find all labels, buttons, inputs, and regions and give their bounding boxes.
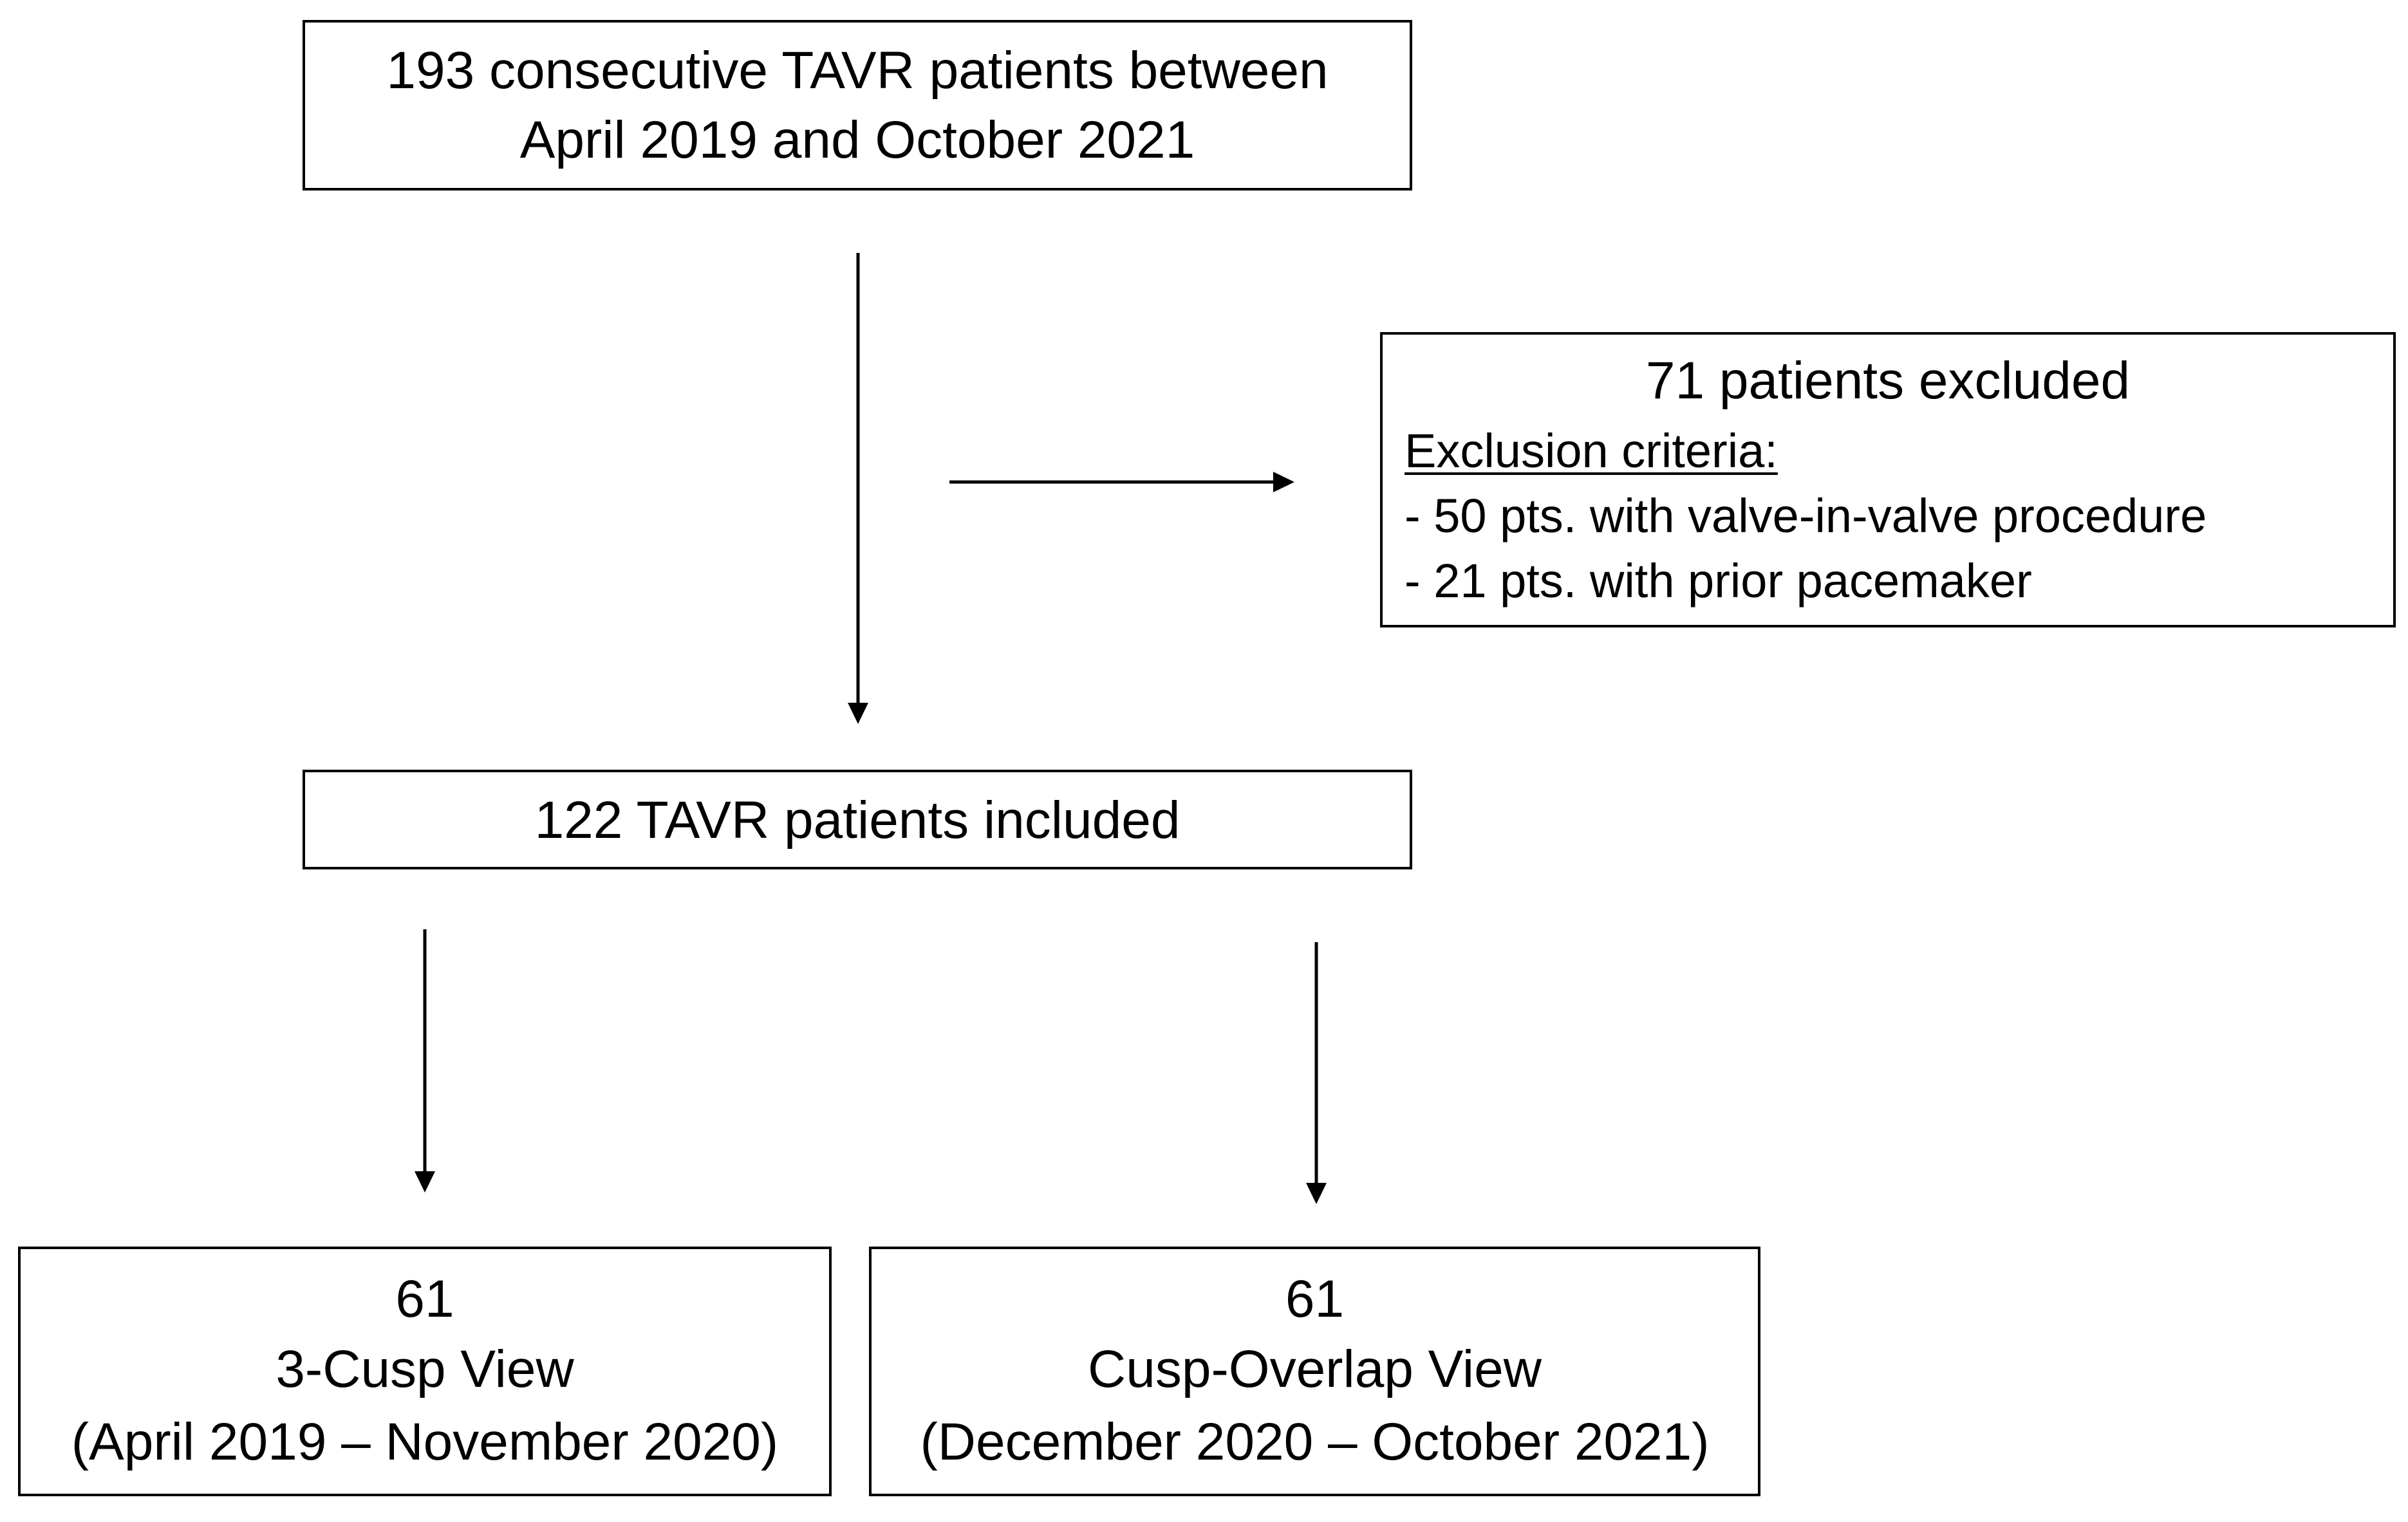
exclusion-criteria-heading: Exclusion criteria: <box>1405 424 1778 478</box>
cusp-overlap-count: 61 <box>1285 1270 1345 1328</box>
included-label: 122 TAVR patients included <box>534 791 1181 849</box>
arrow-top-to-included <box>848 253 868 724</box>
arrow-to-left-group <box>415 929 435 1193</box>
screened-patients-box: 193 consecutive TAVR patients between Ap… <box>303 20 1412 190</box>
screened-patients-line1: 193 consecutive TAVR patients between <box>386 41 1329 100</box>
excluded-title: 71 patients excluded <box>1645 351 2131 410</box>
excluded-patients-box: 71 patients excluded Exclusion criteria:… <box>1380 332 2396 627</box>
three-cusp-period: (April 2019 – November 2020) <box>71 1413 779 1471</box>
exclusion-criterion-1: - 50 pts. with valve-in-valve procedure <box>1405 489 2207 543</box>
three-cusp-count: 61 <box>395 1270 454 1328</box>
cusp-overlap-view: Cusp-Overlap View <box>1088 1340 1542 1398</box>
cusp-overlap-period: (December 2020 – October 2021) <box>920 1413 1710 1471</box>
three-cusp-group-box: 61 3-Cusp View (April 2019 – November 20… <box>18 1247 832 1496</box>
screened-patients-line2: April 2019 and October 2021 <box>519 111 1195 169</box>
arrow-to-excluded <box>949 472 1294 492</box>
included-patients-box: 122 TAVR patients included <box>303 770 1412 869</box>
cusp-overlap-group-box: 61 Cusp-Overlap View (December 2020 – Oc… <box>869 1247 1760 1496</box>
arrow-to-right-group <box>1306 942 1327 1204</box>
three-cusp-view: 3-Cusp View <box>275 1340 574 1398</box>
exclusion-criterion-2: - 21 pts. with prior pacemaker <box>1405 554 2032 608</box>
